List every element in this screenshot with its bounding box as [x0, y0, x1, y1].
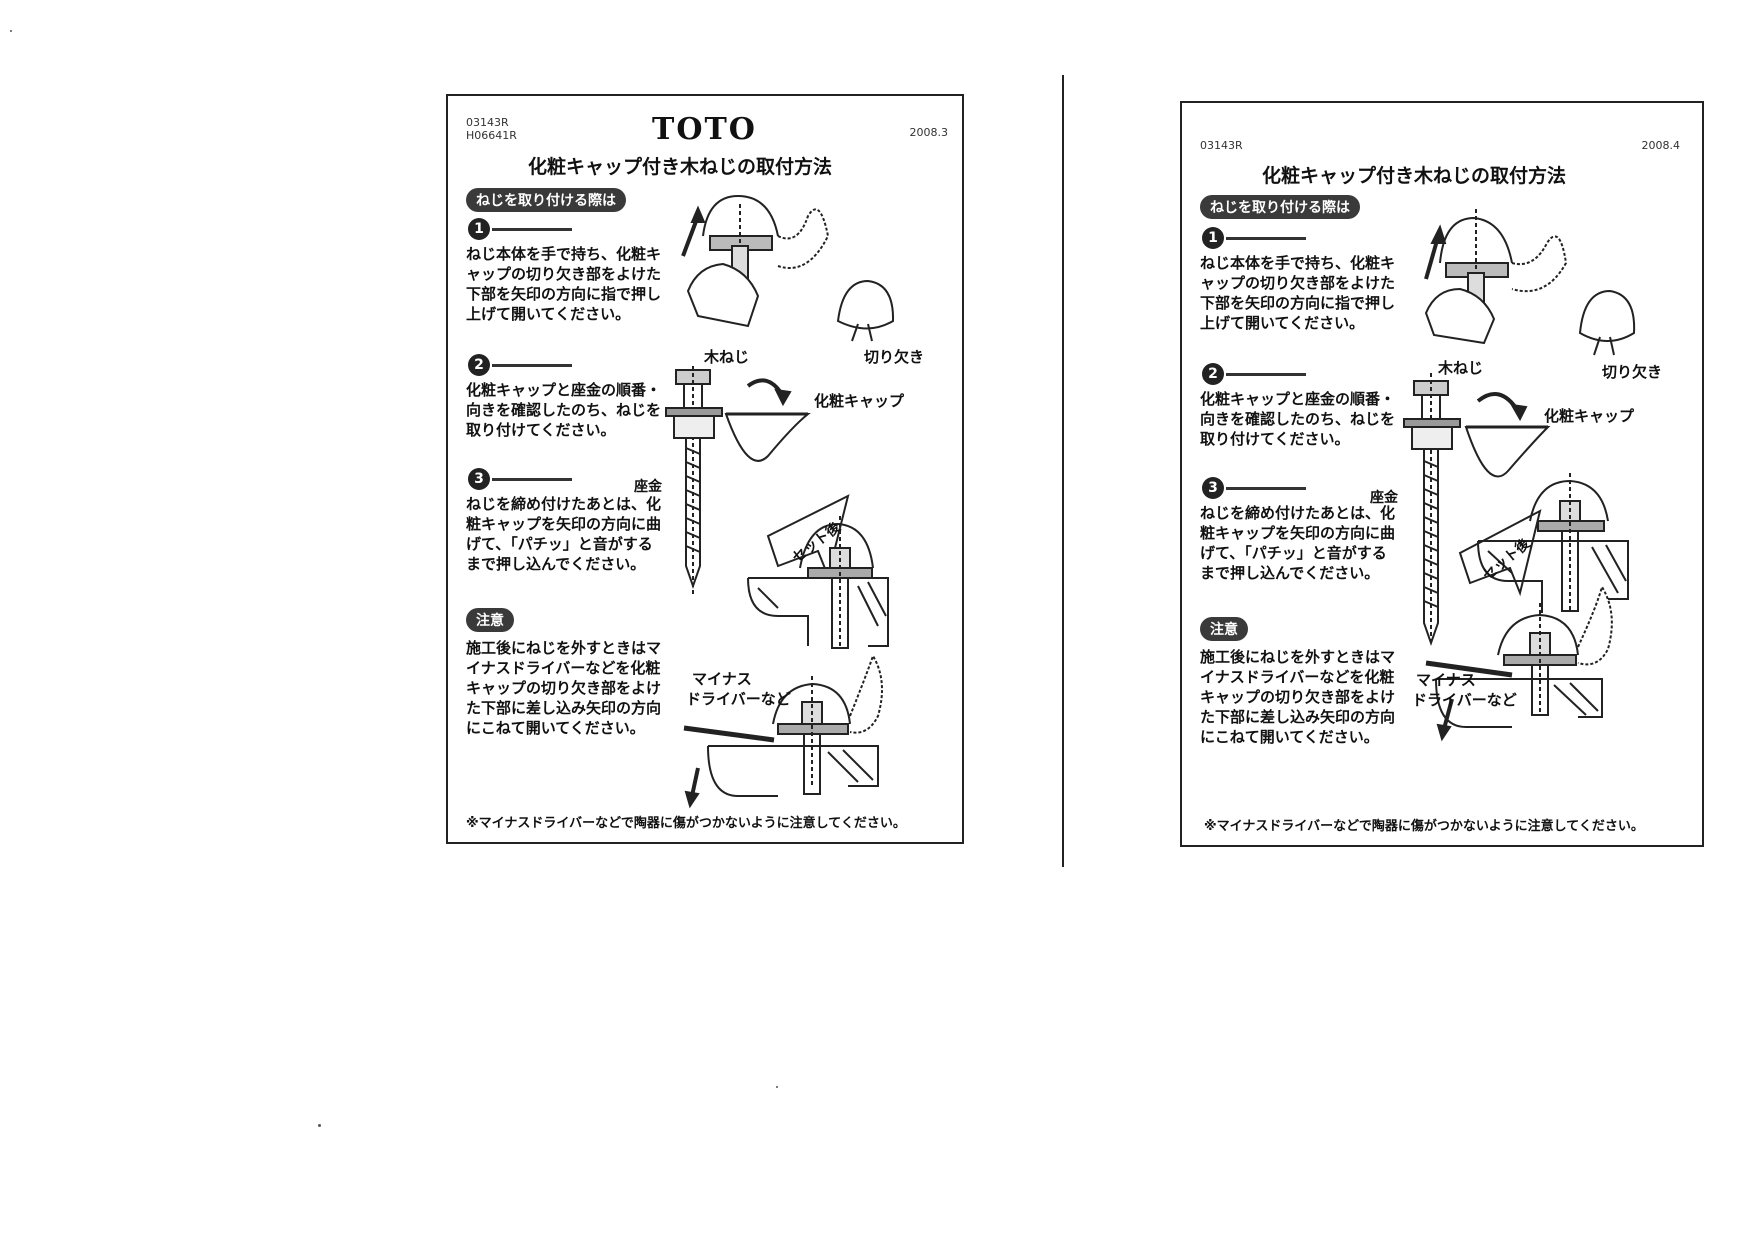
scan-speck: [776, 1086, 778, 1088]
scan-speck: [318, 1124, 321, 1127]
cap-label: 化粧キャップ: [814, 392, 905, 410]
notch-illustration: [836, 279, 895, 342]
document-title: 化粧キャップ付き木ねじの取付方法: [1262, 165, 1567, 187]
brand-logo: TOTO: [652, 112, 757, 147]
installation-illustrations: [665, 194, 895, 809]
washer-label: 座金: [634, 479, 662, 495]
driver-label-2: ドライバーなど: [1412, 691, 1517, 709]
step-number: 2: [1202, 363, 1224, 385]
notch-label: 切り欠き: [864, 348, 925, 366]
product-code-1: 03143R: [1200, 139, 1243, 152]
driver-label-2: ドライバーなど: [686, 690, 791, 708]
step-rule: [492, 227, 572, 231]
step3-illustration: [1477, 473, 1629, 613]
caution-illustration: [1425, 584, 1613, 742]
step-2-text: 化粧キャップと座金の順番・向きを確認したのち、ねじを取り付けてください。: [466, 381, 662, 439]
step-3-text: ねじを締め付けたあとは、化粧キャップを矢印の方向に曲げて、「パチッ」と音がするま…: [466, 495, 662, 573]
notch-label: 切り欠き: [1602, 363, 1663, 381]
step-number: 1: [468, 218, 490, 240]
scan-speck: [10, 30, 12, 32]
step3-illustration: [747, 516, 889, 649]
instruction-card-left: 03143R H06641R TOTO 2008.3 化粧キャップ付き木ねじの取…: [446, 94, 964, 844]
footnote: ※マイナスドライバーなどで陶器に傷がつかないように注意してください。: [466, 816, 906, 831]
step2-illustration: [665, 366, 811, 596]
product-codes: 03143R H06641R: [466, 116, 517, 142]
step-2-marker: 2: [468, 354, 572, 376]
washer-label: 座金: [1370, 490, 1398, 506]
document-title: 化粧キャップ付き木ねじの取付方法: [528, 156, 833, 178]
step-1-marker: 1: [1202, 227, 1306, 249]
step-2-marker: 2: [1202, 363, 1306, 385]
caution-text: 施工後にねじを外すときはマイナスドライバーなどを化粧キャップの切り欠き部をよけた…: [466, 639, 662, 737]
step-3-marker: 3: [1202, 477, 1306, 499]
step-rule: [1226, 486, 1306, 490]
step-rule: [1226, 372, 1306, 376]
product-code-1: 03143R: [466, 116, 509, 129]
caution-heading: 注意: [466, 608, 514, 632]
step-3-text: ねじを締め付けたあとは、化粧キャップを矢印の方向に曲げて、「パチッ」と音がするま…: [1200, 504, 1396, 582]
step-1-marker: 1: [468, 218, 572, 240]
step-1-text: ねじ本体を手で持ち、化粧キャップの切り欠き部をよけた下部を矢印の方向に指で押し上…: [1200, 254, 1396, 332]
wood-screw-label: 木ねじ: [1438, 359, 1484, 377]
step1-illustration: [1424, 209, 1568, 345]
driver-label-1: マイナス: [1416, 671, 1476, 689]
step-2-text: 化粧キャップと座金の順番・向きを確認したのち、ねじを取り付けてください。: [1200, 390, 1396, 448]
step-number: 2: [468, 354, 490, 376]
step-rule: [492, 363, 572, 367]
installation-illustrations: [1403, 209, 1636, 742]
page-divider: [1062, 75, 1064, 867]
section-heading: ねじを取り付ける際は: [1200, 195, 1360, 219]
cap-label: 化粧キャップ: [1544, 407, 1635, 425]
step2-illustration: [1403, 373, 1551, 647]
step-1-text: ねじ本体を手で持ち、化粧キャップの切り欠き部をよけた下部を矢印の方向に指で押し上…: [466, 245, 662, 323]
notch-illustration: [1578, 289, 1636, 356]
caution-illustration: [683, 653, 883, 809]
caution-text: 施工後にねじを外すときはマイナスドライバーなどを化粧キャップの切り欠き部をよけた…: [1200, 648, 1396, 746]
step-number: 3: [1202, 477, 1224, 499]
driver-label-1: マイナス: [692, 670, 752, 688]
wood-screw-label: 木ねじ: [704, 348, 750, 366]
footnote: ※マイナスドライバーなどで陶器に傷がつかないように注意してください。: [1204, 819, 1644, 834]
step-number: 3: [468, 468, 490, 490]
revision-date: 2008.4: [1641, 139, 1681, 152]
instruction-card-right: 03143R 2008.4 化粧キャップ付き木ねじの取付方法 ねじを取り付ける際…: [1180, 101, 1704, 847]
step-number: 1: [1202, 227, 1224, 249]
step-3-marker: 3: [468, 468, 572, 490]
step-rule: [1226, 236, 1306, 240]
step1-illustration: [681, 194, 830, 328]
section-heading: ねじを取り付ける際は: [466, 188, 626, 212]
step-rule: [492, 477, 572, 481]
caution-heading: 注意: [1200, 617, 1248, 641]
set-arrow-illustration: [766, 494, 850, 580]
revision-date: 2008.3: [909, 126, 949, 139]
product-code-2: H06641R: [466, 129, 517, 142]
